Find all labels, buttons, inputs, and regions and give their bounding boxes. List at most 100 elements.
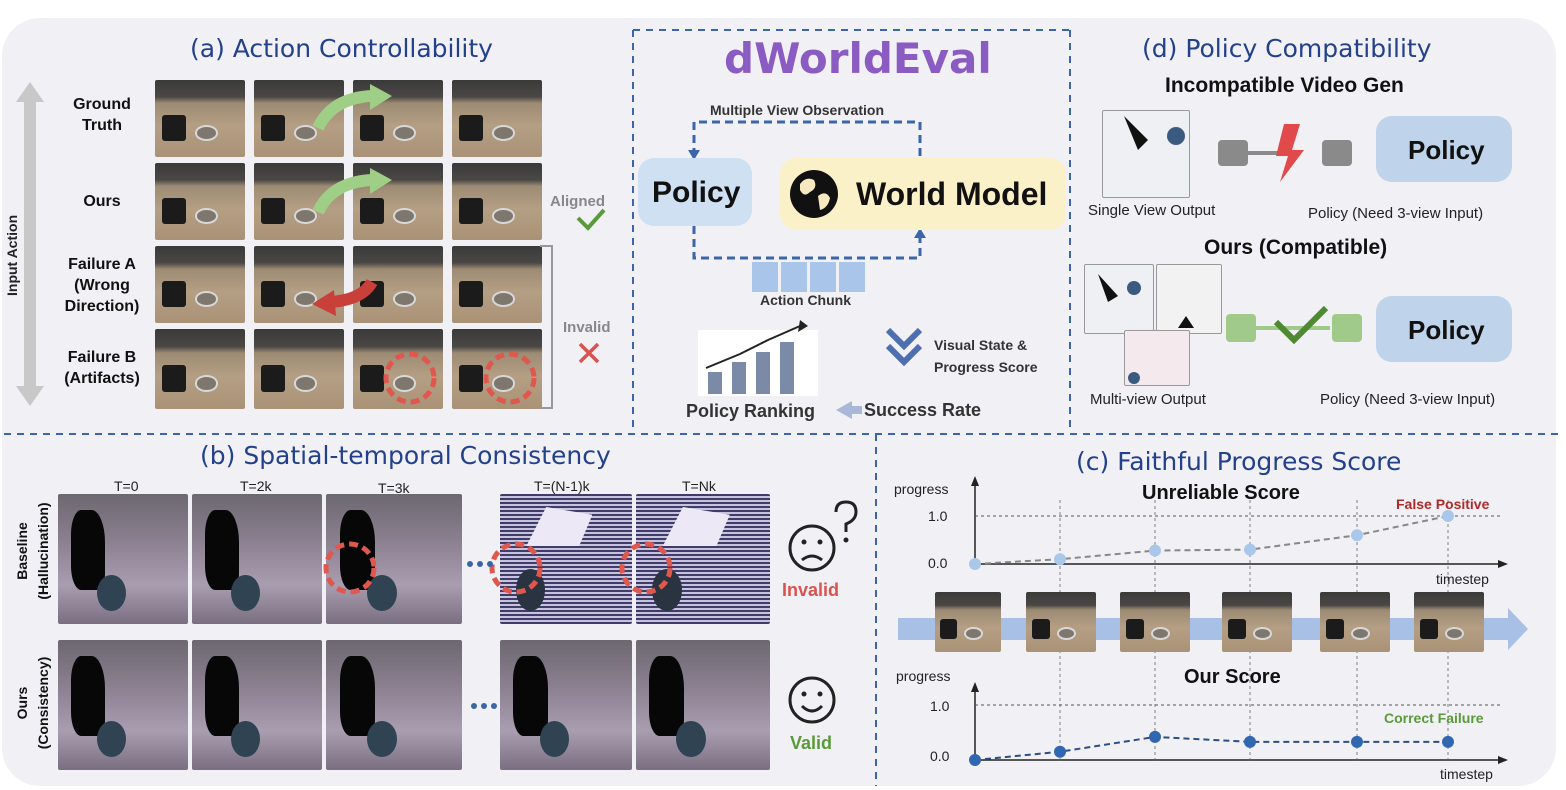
bottom-ylabel: progress bbox=[896, 668, 951, 684]
aligned-label: Aligned bbox=[550, 193, 605, 210]
frame-gt-4 bbox=[452, 80, 542, 157]
ours-frame-1 bbox=[192, 640, 322, 770]
row-label-failure-a: Failure A (Wrong Direction) bbox=[64, 256, 140, 315]
top-point-1 bbox=[1054, 553, 1066, 566]
multi-view-label: Multi-view Output bbox=[1090, 391, 1206, 408]
progress-frame-5 bbox=[1320, 592, 1390, 652]
top-chart-title: Unreliable Score bbox=[1142, 482, 1300, 504]
top-series-line bbox=[974, 515, 1449, 565]
baseline-frame-4 bbox=[636, 494, 770, 624]
valid-label-b: Valid bbox=[790, 733, 833, 753]
invalid-label-a: Invalid bbox=[563, 319, 611, 336]
bottom-point-1 bbox=[1054, 745, 1066, 758]
top-ylabel: progress bbox=[894, 481, 949, 497]
bottom-series-line bbox=[974, 735, 1448, 761]
policy-label-2: Policy bbox=[1408, 315, 1485, 345]
single-view-output-image bbox=[1102, 110, 1190, 198]
time-label-1: T=2k bbox=[240, 478, 272, 494]
incompatible-title: Incompatible Video Gen bbox=[1165, 74, 1404, 97]
invalid-label-b: Invalid bbox=[782, 580, 840, 600]
policy-box-compatible bbox=[1376, 296, 1512, 362]
top-tick-1: 1.0 bbox=[928, 508, 948, 524]
frame-fb-1 bbox=[155, 329, 245, 409]
frame-fa-1 bbox=[155, 246, 245, 323]
policy-box-incompatible bbox=[1376, 116, 1512, 182]
panel-b-title: (b) Spatial-temporal Consistency bbox=[200, 441, 611, 470]
visual-state-label: Visual State & Progress Score bbox=[934, 337, 1038, 375]
progress-frame-1 bbox=[935, 592, 1001, 652]
policy-box bbox=[638, 158, 752, 226]
frame-ours-3 bbox=[353, 163, 443, 240]
progress-frame-6 bbox=[1414, 592, 1484, 652]
bottom-tick-1: 1.0 bbox=[930, 698, 950, 714]
bottom-chart-title: Our Score bbox=[1184, 666, 1281, 688]
bottom-point-2 bbox=[1149, 730, 1161, 743]
single-view-label: Single View Output bbox=[1088, 202, 1216, 219]
false-positive-label: False Positive bbox=[1396, 496, 1490, 512]
bottom-point-3 bbox=[1244, 735, 1256, 748]
time-label-0: T=0 bbox=[114, 478, 139, 494]
bottom-point-5 bbox=[1442, 735, 1454, 748]
frame-ours-4 bbox=[452, 163, 542, 240]
time-label-2: T=3k bbox=[378, 480, 410, 496]
main-title: dWorldEval bbox=[724, 34, 992, 83]
bottom-point-4 bbox=[1351, 735, 1363, 748]
success-rate-label: Success Rate bbox=[864, 400, 982, 420]
timeline-arrowhead bbox=[1508, 608, 1528, 650]
time-label-3: T=(N-1)k bbox=[534, 478, 590, 494]
ours-frame-3 bbox=[500, 640, 632, 770]
frame-fb-2 bbox=[254, 329, 344, 409]
top-point-4 bbox=[1351, 529, 1363, 542]
frame-ours-1 bbox=[155, 163, 245, 240]
action-chunk-label: Action Chunk bbox=[760, 292, 851, 308]
correct-failure-label: Correct Failure bbox=[1384, 710, 1484, 726]
policy-ranking-label: Policy Ranking bbox=[686, 401, 816, 421]
row-label-ours: Ours bbox=[83, 193, 121, 210]
top-point-5 bbox=[1442, 510, 1454, 522]
time-label-4: T=Nk bbox=[682, 478, 716, 494]
observation-label: Multiple View Observation bbox=[710, 102, 885, 118]
baseline-frame-1 bbox=[192, 494, 322, 624]
row-label-ground-truth: Ground Truth bbox=[73, 96, 131, 134]
ours-frame-0 bbox=[58, 640, 188, 770]
row-label-failure-b: Failure B (Artifacts) bbox=[64, 349, 140, 387]
baseline-frame-3 bbox=[500, 494, 632, 624]
panel-d-title: (d) Policy Compatibility bbox=[1142, 34, 1432, 63]
frame-gt-1 bbox=[155, 80, 245, 157]
need-3view-label-2: Policy (Need 3-view Input) bbox=[1320, 391, 1496, 408]
bottom-tick-0: 0.0 bbox=[930, 748, 950, 764]
panel-a-title: (a) Action Controllability bbox=[190, 34, 493, 63]
progress-frame-4 bbox=[1222, 592, 1292, 652]
bottom-xlabel: timestep bbox=[1440, 766, 1493, 782]
policy-box-label: Policy bbox=[652, 176, 741, 209]
top-point-3 bbox=[1244, 543, 1256, 556]
top-point-0 bbox=[969, 558, 981, 570]
baseline-frame-0 bbox=[58, 494, 188, 624]
progress-frame-2 bbox=[1026, 592, 1096, 652]
multi-view-image-1 bbox=[1084, 264, 1154, 334]
top-tick-0: 0.0 bbox=[928, 555, 948, 571]
need-3view-label-1: Policy (Need 3-view Input) bbox=[1308, 205, 1484, 222]
policy-label-1: Policy bbox=[1408, 135, 1485, 165]
ours-frame-4 bbox=[636, 640, 770, 770]
top-xlabel: timestep bbox=[1436, 571, 1489, 587]
bottom-point-0 bbox=[969, 754, 981, 766]
compatible-title: Ours (Compatible) bbox=[1204, 236, 1388, 259]
top-point-2 bbox=[1149, 544, 1161, 557]
world-model-label: World Model bbox=[856, 176, 1048, 212]
ours-frame-2 bbox=[326, 640, 462, 770]
progress-frame-3 bbox=[1120, 592, 1190, 652]
panel-c-title: (c) Faithful Progress Score bbox=[1076, 447, 1402, 476]
frame-fa-4 bbox=[452, 246, 542, 323]
